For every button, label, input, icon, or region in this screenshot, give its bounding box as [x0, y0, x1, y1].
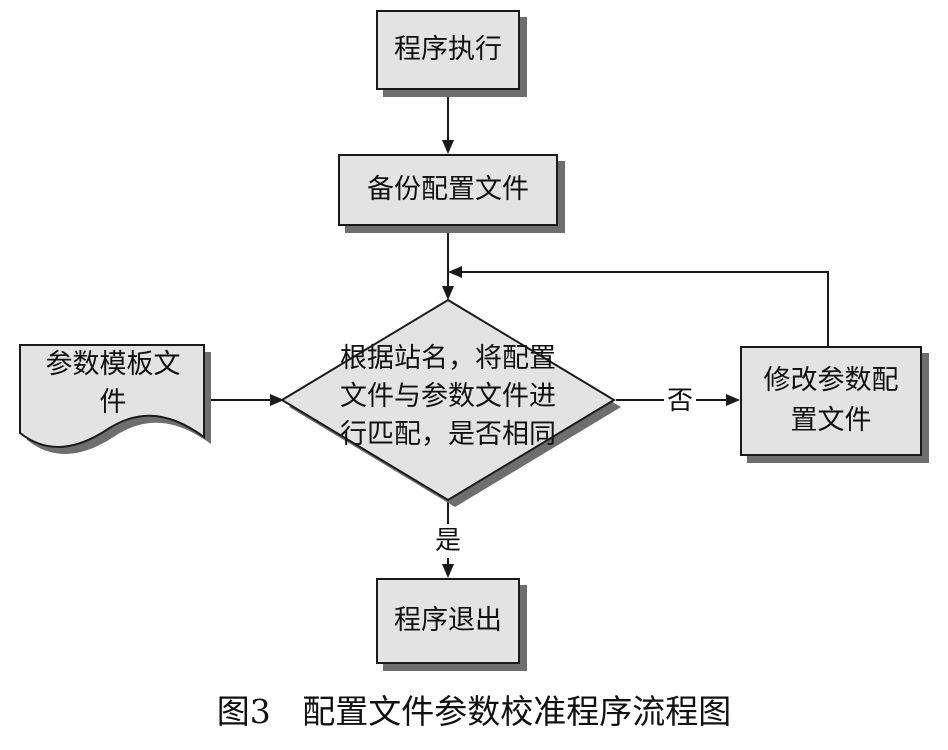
node-modify-config-line-1: 修改参数配: [763, 365, 899, 396]
edge-label-yes: 是: [434, 524, 463, 558]
node-decision-line-3: 行匹配，是否相同: [340, 419, 556, 450]
edge-label-no: 否: [664, 386, 697, 416]
node-modify-config: 修改参数配 置文件: [740, 346, 922, 456]
arrow-modify-loop-back: [448, 266, 829, 346]
node-decision-text: 根据站名，将配置 文件与参数文件进 行匹配，是否相同: [312, 340, 584, 454]
node-backup-config: 备份配置文件: [338, 154, 558, 226]
figure-title: 配置文件参数校准程序流程图: [302, 692, 732, 731]
template-document: [19, 344, 205, 448]
node-decision-line-1: 根据站名，将配置: [340, 343, 556, 374]
node-program-start: 程序执行: [376, 10, 520, 90]
node-template-text: 参数模板文 件: [22, 346, 204, 422]
decision-diamond: [280, 298, 616, 502]
node-modify-config-line-2: 置文件: [790, 405, 872, 436]
figure-caption: 图3 配置文件参数校准程序流程图: [0, 690, 948, 734]
node-template-line-2: 件: [99, 387, 127, 418]
node-decision-line-2: 文件与参数文件进: [340, 381, 556, 412]
node-program-exit: 程序退出: [376, 578, 520, 664]
node-template-line-1: 参数模板文: [45, 349, 181, 380]
figure-number: 图3: [216, 692, 271, 731]
